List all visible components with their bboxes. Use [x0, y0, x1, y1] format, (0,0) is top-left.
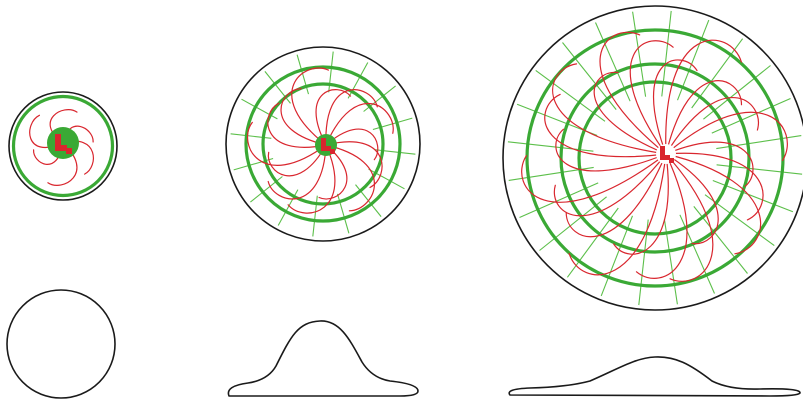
- stage-3-loop: [665, 80, 743, 155]
- stage-3-loop: [665, 141, 754, 187]
- stage-2-marker-icon: [321, 138, 335, 154]
- stage-2-side-profile: [227, 320, 419, 397]
- stage-2-ring-outer: [244, 65, 402, 223]
- stage-3-loop: [599, 31, 667, 155]
- stage-3-loop: [568, 153, 667, 276]
- stage-2-loops: [247, 67, 394, 214]
- stage-2-loop: [267, 102, 327, 148]
- stage-2-loop: [325, 102, 394, 146]
- stage-3-loop: [665, 152, 764, 221]
- stage-2-top-view: [225, 46, 421, 242]
- stage-2-loop: [325, 128, 379, 161]
- stage-3-loop: [665, 97, 759, 155]
- stage-2-loop: [291, 67, 329, 146]
- stage-2-loop: [318, 144, 348, 200]
- stage-3-loop: [665, 39, 742, 155]
- stage-2-loop: [247, 121, 327, 166]
- stage-3-loop: [665, 153, 719, 245]
- stage-1-side-profile: [6, 289, 116, 399]
- stage-1-marker-icon: [55, 134, 72, 154]
- stage-3-loop: [629, 40, 674, 155]
- stage-2-loop: [287, 144, 336, 214]
- stage-1-top-view: [8, 91, 118, 201]
- stage-3-outline: [502, 5, 803, 311]
- stage-2-outline: [225, 46, 421, 242]
- stage-3-loop: [552, 63, 667, 155]
- stage-2-loop: [325, 144, 375, 212]
- stage-3-marker-icon: [660, 146, 674, 163]
- stage-3-ring-outer: [525, 28, 785, 288]
- stage-1-hub: [47, 127, 79, 159]
- stage-3-loop: [665, 111, 788, 161]
- stage-3-loop: [613, 153, 669, 255]
- stage-3-loop: [565, 153, 667, 238]
- stage-3-loop: [665, 153, 761, 255]
- stage-1-sphere-outline: [6, 289, 116, 399]
- stage-3-loop: [635, 153, 688, 279]
- stage-3-loop: [544, 93, 667, 158]
- stage-3-loop: [555, 128, 667, 172]
- stage-2-ring-inner: [261, 82, 385, 206]
- stage-2-dome-outline: [227, 320, 419, 397]
- stage-2-loop: [280, 88, 327, 146]
- stage-1-outline: [8, 91, 118, 201]
- stage-3-loop: [553, 153, 667, 217]
- stage-3-loop: [653, 59, 698, 155]
- stage-2-loop: [267, 144, 327, 177]
- stage-1-ring: [11, 94, 115, 198]
- stage-2-loop: [267, 144, 327, 200]
- stage-3-side-profile: [508, 356, 801, 397]
- stage-3-loop: [593, 71, 667, 155]
- stage-2-loop: [325, 141, 383, 189]
- stage-3-loop: [665, 153, 714, 282]
- stage-3-top-view: [502, 5, 803, 311]
- stage-3-flat-outline: [508, 356, 801, 397]
- stage-3-ring-middle: [559, 62, 751, 254]
- stage-3-loop: [521, 153, 667, 203]
- stage-3-loops: [521, 31, 788, 282]
- stage-2-loop: [325, 89, 378, 146]
